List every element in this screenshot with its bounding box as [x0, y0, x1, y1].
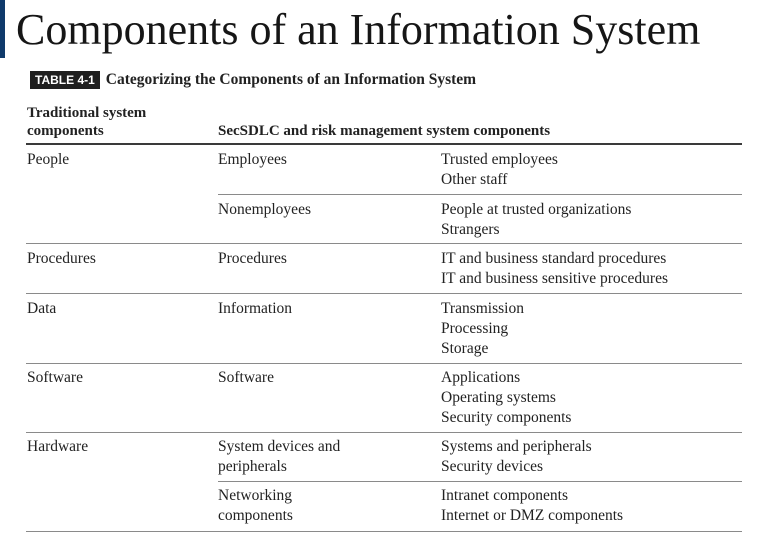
cell-traditional-software: Software	[27, 369, 83, 386]
detail-line: Security components	[441, 409, 572, 426]
cell-component-nonemployees: Nonemployees	[218, 201, 311, 218]
cell-traditional-procedures: Procedures	[27, 250, 96, 267]
detail-line: Storage	[441, 340, 489, 357]
detail-line: Other staff	[441, 171, 508, 188]
cell-component-networking: Networking components	[218, 487, 293, 524]
row-divider	[26, 363, 742, 364]
detail-line: Processing	[441, 320, 509, 337]
table-caption: TABLE 4-1 Categorizing the Components of…	[30, 71, 476, 89]
detail-line: Systems and peripherals	[441, 438, 592, 455]
detail-line: Strangers	[441, 221, 500, 238]
cell-traditional-people: People	[27, 151, 70, 168]
cell-details-networking: Intranet components Internet or DMZ comp…	[441, 486, 623, 526]
cell-component-information: Information	[218, 300, 293, 317]
detail-line: Intranet components	[441, 487, 568, 504]
header-divider	[26, 143, 742, 145]
cell-traditional-data: Data	[27, 300, 57, 317]
row-divider	[26, 243, 742, 244]
cell-details-procedures: IT and business standard procedures IT a…	[441, 249, 668, 289]
detail-line: IT and business standard procedures	[441, 250, 667, 267]
cell-details-software: Applications Operating systems Security …	[441, 368, 571, 428]
table-bottom-rule	[26, 531, 742, 532]
slide-accent-bar	[0, 0, 5, 58]
detail-line: IT and business sensitive procedures	[441, 270, 668, 287]
detail-line: Trusted employees	[441, 151, 558, 168]
row-divider	[218, 481, 742, 482]
table-number-tag: TABLE 4-1	[30, 71, 100, 89]
row-divider	[26, 293, 742, 294]
table-caption-text: Categorizing the Components of an Inform…	[105, 71, 477, 88]
cell-component-employees: Employees	[218, 151, 287, 168]
cell-component-procedures: Procedures	[218, 250, 287, 267]
cell-details-system-devices: Systems and peripherals Security devices	[441, 437, 592, 477]
slide-title: Components of an Information System	[16, 5, 701, 54]
detail-line: Security devices	[441, 458, 544, 475]
cell-details-employees: Trusted employees Other staff	[441, 150, 558, 190]
detail-line: Transmission	[441, 300, 524, 317]
cell-details-information: Transmission Processing Storage	[441, 299, 524, 359]
column-header-traditional: Traditional system components	[27, 105, 147, 139]
cell-details-nonemployees: People at trusted organizations Stranger…	[441, 200, 631, 240]
cell-traditional-hardware: Hardware	[27, 438, 89, 455]
cell-component-system-devices: System devices and peripherals	[218, 438, 341, 475]
detail-line: Applications	[441, 369, 521, 386]
detail-line: Operating systems	[441, 389, 556, 406]
row-divider	[218, 194, 742, 195]
detail-line: Internet or DMZ components	[441, 507, 624, 524]
row-divider	[26, 432, 742, 433]
cell-component-software: Software	[218, 369, 274, 386]
detail-line: People at trusted organizations	[441, 201, 632, 218]
column-header-secsdlc: SecSDLC and risk management system compo…	[218, 123, 551, 139]
